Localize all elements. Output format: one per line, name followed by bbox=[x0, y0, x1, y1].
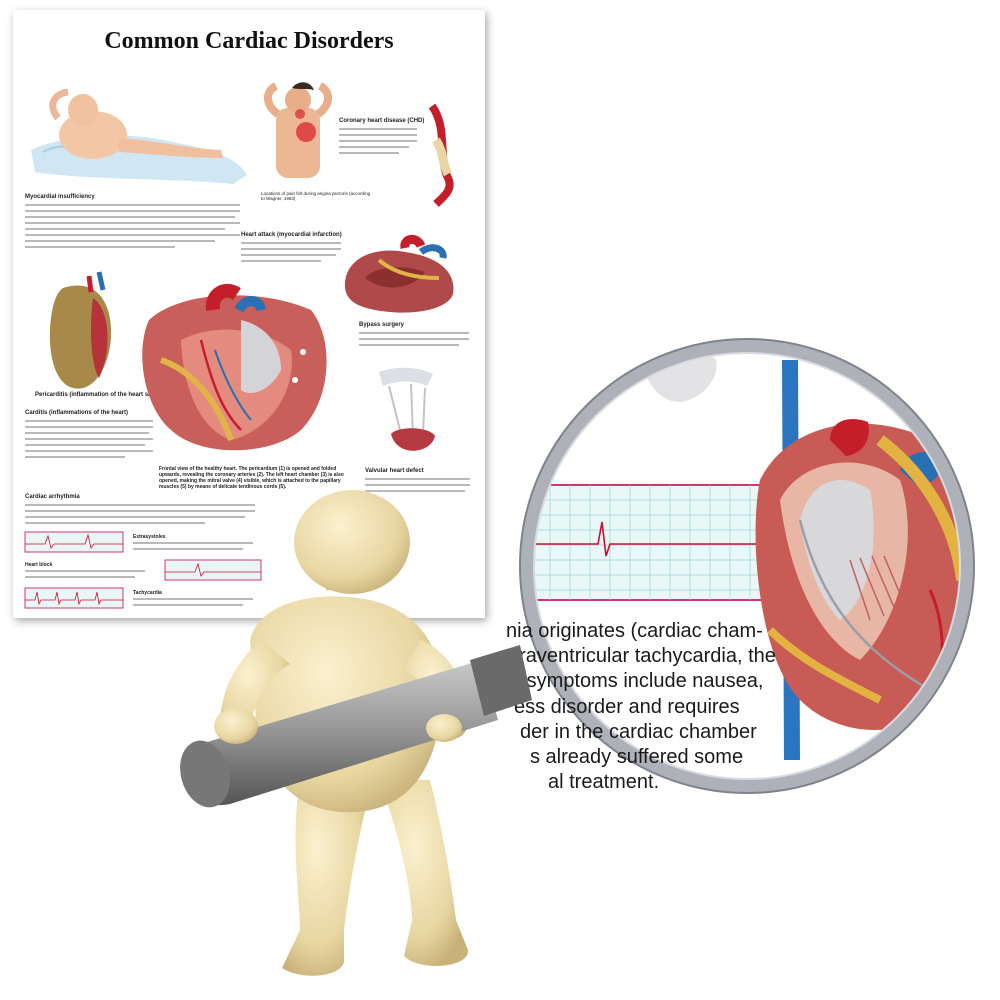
text-line bbox=[133, 604, 243, 606]
extrasystoles-title: Extrasystoles bbox=[133, 534, 166, 540]
pericarditis-caption: Pericarditis (inflammation of the heart … bbox=[35, 392, 157, 398]
bypass-title: Bypass surgery bbox=[359, 322, 405, 328]
text-line bbox=[241, 248, 341, 250]
medical-poster: Common Cardiac Disorders Locations of pa… bbox=[13, 10, 485, 618]
text-line bbox=[339, 128, 417, 130]
text-line bbox=[25, 516, 245, 518]
carditis-title: Carditis (inflammations of the heart) bbox=[25, 410, 129, 416]
text-line bbox=[365, 478, 470, 480]
text-line bbox=[339, 146, 409, 148]
text-line bbox=[25, 570, 145, 572]
text-line bbox=[25, 204, 240, 206]
pericardium-illustration bbox=[49, 271, 112, 389]
text-line bbox=[25, 432, 149, 434]
text-line bbox=[25, 228, 225, 230]
text-line bbox=[25, 222, 240, 224]
magnified-text-line-7: al treatment. bbox=[548, 771, 660, 793]
text-line bbox=[25, 216, 235, 218]
text-line bbox=[339, 134, 417, 136]
text-line bbox=[359, 332, 469, 334]
reclining-patient-illustration bbox=[31, 88, 247, 184]
text-line bbox=[359, 338, 469, 340]
text-line bbox=[339, 152, 399, 154]
text-line bbox=[133, 598, 253, 600]
ecg-strip-icon bbox=[24, 587, 124, 609]
magnified-text-line-1: nia originates (cardiac cham- bbox=[506, 620, 763, 642]
text-line bbox=[25, 450, 153, 452]
text-line bbox=[241, 260, 321, 262]
frontal-heart-illustration bbox=[142, 283, 327, 451]
text-line bbox=[25, 426, 153, 428]
text-line bbox=[25, 444, 145, 446]
text-line bbox=[133, 542, 253, 544]
text-line bbox=[359, 344, 459, 346]
text-line bbox=[25, 522, 205, 524]
infarction-heart-illustration bbox=[344, 235, 454, 313]
frontal-heart-caption: Frontal view of the healthy heart. The p… bbox=[159, 466, 344, 490]
text-line bbox=[25, 456, 125, 458]
angina-torso-illustration bbox=[264, 82, 332, 178]
heart-block-title: Heart block bbox=[25, 562, 53, 568]
text-line bbox=[25, 246, 175, 248]
magnified-text-line-6: s already suffered some bbox=[530, 746, 744, 768]
chd-title: Coronary heart disease (CHD) bbox=[339, 118, 425, 124]
text-line bbox=[25, 504, 255, 506]
pain-caption: Locations of pain felt during angina pec… bbox=[261, 191, 371, 201]
text-line bbox=[339, 140, 417, 142]
myocardial-title: Myocardial insufficiency bbox=[25, 194, 95, 200]
tachycardia-title: Tachycardia bbox=[133, 590, 162, 596]
text-line bbox=[25, 234, 240, 236]
magnified-text-line-3: e symptoms include nausea, bbox=[510, 670, 764, 692]
text-line bbox=[25, 240, 215, 242]
valve-illustration bbox=[379, 367, 435, 451]
text-line bbox=[25, 438, 153, 440]
text-line bbox=[25, 210, 240, 212]
ecg-strip-icon bbox=[24, 531, 124, 553]
valvular-title: Valvular heart defect bbox=[365, 468, 424, 474]
magnified-text-line-5: der in the cardiac chamber bbox=[520, 721, 757, 743]
text-line bbox=[25, 510, 255, 512]
text-line bbox=[25, 576, 135, 578]
text-line bbox=[365, 490, 465, 492]
text-line bbox=[25, 420, 153, 422]
arrhythmia-title: Cardiac arrhythmia bbox=[25, 494, 80, 500]
text-line bbox=[241, 254, 336, 256]
magnified-text-line-2: praventricular tachycardia, the bbox=[508, 645, 776, 667]
magnified-text-line-4: ess disorder and requires bbox=[514, 696, 740, 718]
ecg-strip-icon bbox=[164, 559, 262, 581]
artery-illustration bbox=[428, 103, 454, 207]
text-line bbox=[241, 242, 341, 244]
text-line bbox=[365, 484, 470, 486]
heart-attack-title: Heart attack (myocardial infarction) bbox=[241, 232, 342, 238]
poster-title: Common Cardiac Disorders bbox=[104, 28, 394, 54]
text-line bbox=[133, 548, 243, 550]
